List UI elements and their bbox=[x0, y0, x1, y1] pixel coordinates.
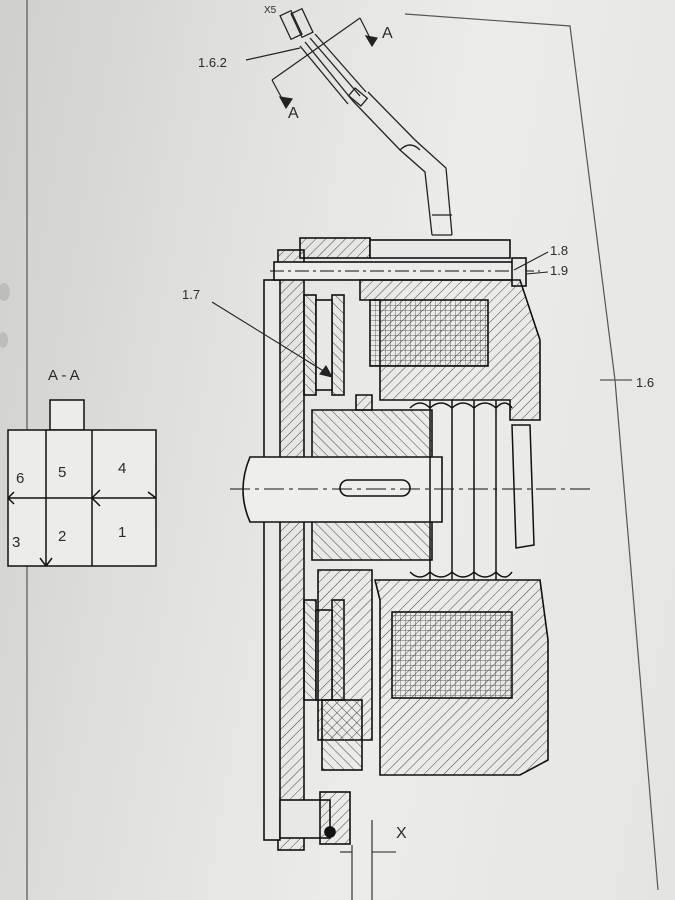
motor-shaft bbox=[230, 456, 590, 523]
connector-pin-2: 2 bbox=[58, 528, 67, 545]
binder-holes bbox=[0, 283, 10, 348]
part-1-8-label: 1.8 bbox=[550, 243, 569, 258]
part-1-7-label: 1.7 bbox=[182, 287, 201, 302]
leader-lines bbox=[211, 251, 549, 900]
spring bbox=[409, 400, 535, 580]
connector-pin-4: 4 bbox=[118, 460, 127, 477]
gap-x-label: X bbox=[396, 825, 407, 842]
section-arrow-a-top: A bbox=[382, 25, 393, 42]
part-1-9-label: 1.9 bbox=[550, 263, 569, 278]
brake-housing bbox=[263, 237, 549, 851]
part-1-6-2-label: 1.6.2 bbox=[198, 55, 227, 70]
connector-x5-label: X5 bbox=[264, 5, 277, 16]
connector-pin-3: 3 bbox=[12, 534, 21, 551]
cable-assembly bbox=[279, 7, 453, 236]
connector-pin-5: 5 bbox=[58, 464, 67, 481]
section-a-a-title: A - A bbox=[48, 367, 80, 384]
connector-section-a-a bbox=[7, 399, 157, 567]
section-a-markers bbox=[245, 17, 378, 110]
connector-pin-6: 6 bbox=[16, 470, 25, 487]
section-arrow-a-bottom: A bbox=[288, 105, 299, 122]
connector-pin-1: 1 bbox=[118, 524, 127, 541]
part-1-6-label: 1.6 bbox=[636, 375, 655, 390]
